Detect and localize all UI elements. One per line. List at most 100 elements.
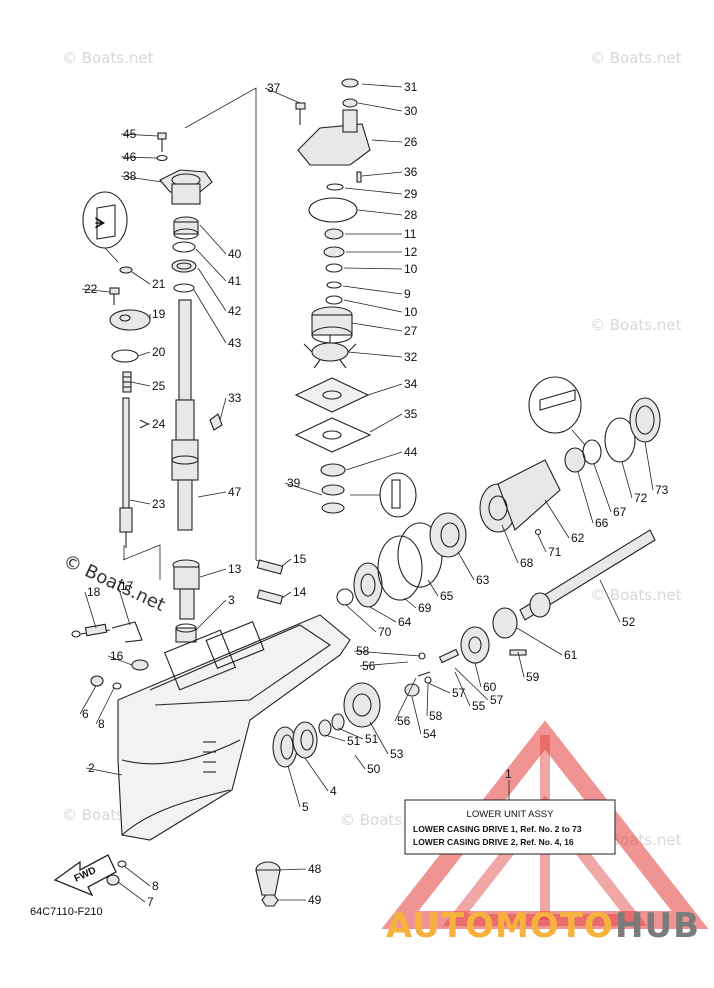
part-29-oring <box>326 183 344 191</box>
callout-leader <box>371 139 403 143</box>
callout-number: 56 <box>397 714 411 728</box>
callout-leader <box>219 397 227 421</box>
part-62-bearing-housing <box>479 459 561 533</box>
assembly-guide-lines <box>122 87 281 580</box>
callout-leader <box>344 187 403 195</box>
callout-number: 65 <box>440 589 454 603</box>
part-63-bearing <box>429 512 467 558</box>
callout-number: 61 <box>564 648 578 662</box>
callout-leader <box>107 655 133 666</box>
callout-number: 13 <box>228 562 242 576</box>
callout-number: 56 <box>362 659 376 673</box>
part-67-seal <box>582 439 602 465</box>
part-32-impeller <box>303 335 357 369</box>
callout-leader <box>544 499 570 539</box>
callout-leader <box>516 627 563 656</box>
callout-leader <box>599 579 621 623</box>
callout-number: 60 <box>483 680 497 694</box>
part-66-bearing <box>564 447 586 473</box>
part-33-key <box>209 413 223 431</box>
part-57-ball <box>424 676 432 684</box>
part-56-pin <box>417 671 431 677</box>
inset-detail-right <box>528 376 586 446</box>
part-10-washer <box>325 295 343 305</box>
part-26-pump-housing <box>297 109 371 166</box>
callout-leader <box>264 87 301 104</box>
callout-number: 14 <box>293 585 307 599</box>
part-2-lower-casing <box>117 614 351 841</box>
callout-number: 44 <box>404 445 418 459</box>
callout-number: 50 <box>367 762 381 776</box>
callout-leader <box>457 551 475 581</box>
callout-number: 21 <box>152 277 166 291</box>
callout-number: 38 <box>123 169 137 183</box>
part-30-seal <box>342 98 358 108</box>
callout-number: 26 <box>404 135 418 149</box>
part-64-reverse-gear <box>353 562 383 608</box>
callout-leader <box>501 524 519 564</box>
callout-number: 32 <box>404 350 418 364</box>
callout-leader <box>95 687 115 725</box>
callout-number: 64 <box>398 615 412 629</box>
part-11-seal <box>324 228 344 240</box>
callout-leader <box>474 662 482 688</box>
part-36-pin <box>356 171 362 183</box>
callout-number: 23 <box>152 497 166 511</box>
callout-number: 10 <box>404 262 418 276</box>
callout-leader <box>454 671 471 707</box>
callout-leader <box>277 868 307 871</box>
callout-leader <box>537 534 547 553</box>
callout-leader <box>120 133 159 137</box>
callout-leader <box>129 499 151 505</box>
callout-number: 58 <box>429 709 443 723</box>
callout-leader <box>369 413 403 433</box>
callout-number: 53 <box>390 747 404 761</box>
part-44-oring <box>320 463 346 477</box>
callout-number: 42 <box>228 304 242 318</box>
callout-number: 47 <box>228 485 242 499</box>
part-34-outer-plate <box>294 377 370 413</box>
callout-number: 72 <box>634 491 648 505</box>
callout-leader <box>394 677 417 722</box>
callout-leader <box>84 591 97 629</box>
part-35-gasket <box>294 417 372 453</box>
callout-leader <box>197 491 227 498</box>
callout-number: 9 <box>404 287 411 301</box>
part-40-bearing <box>173 216 199 240</box>
callout-labels: 3130263629281112109102732343544393745463… <box>79 80 669 909</box>
part-28-oring <box>308 197 358 223</box>
callout-number: 69 <box>418 601 432 615</box>
callout-leader <box>287 765 301 808</box>
callout-leader <box>517 651 525 678</box>
callout-leader <box>357 209 403 216</box>
callout-number: 57 <box>452 686 466 700</box>
part-15-shim <box>256 559 284 575</box>
callout-leader <box>347 351 403 358</box>
part-61-gear <box>492 607 518 639</box>
callout-number: 29 <box>404 187 418 201</box>
brand-part-2: HUB <box>615 906 700 946</box>
part-51-bearing <box>331 713 345 731</box>
callout-leader <box>354 754 366 770</box>
callout-number: 41 <box>228 274 242 288</box>
callout-number: 31 <box>404 80 418 94</box>
callout-number: 36 <box>404 165 418 179</box>
callout-number: 73 <box>655 483 669 497</box>
part-19-shift-cam <box>109 309 151 331</box>
inset-detail-left: ᗒ <box>82 191 128 263</box>
callout-leader <box>359 661 409 667</box>
callout-number: 12 <box>404 245 418 259</box>
callout-number: 2 <box>88 761 95 775</box>
callout-number: 43 <box>228 336 242 350</box>
callout-leader <box>81 288 111 293</box>
callout-number: 57 <box>490 693 504 707</box>
callout-leader <box>411 696 422 735</box>
callout-number: 3 <box>228 593 235 607</box>
callout-number: 68 <box>520 556 534 570</box>
part-25-spring <box>122 371 132 393</box>
part-46-washer <box>156 154 168 162</box>
svg-text:ᗒ: ᗒ <box>95 216 106 232</box>
part-4-bearing <box>292 721 318 759</box>
part-7-plug <box>106 874 120 886</box>
callout-number: 33 <box>228 391 242 405</box>
